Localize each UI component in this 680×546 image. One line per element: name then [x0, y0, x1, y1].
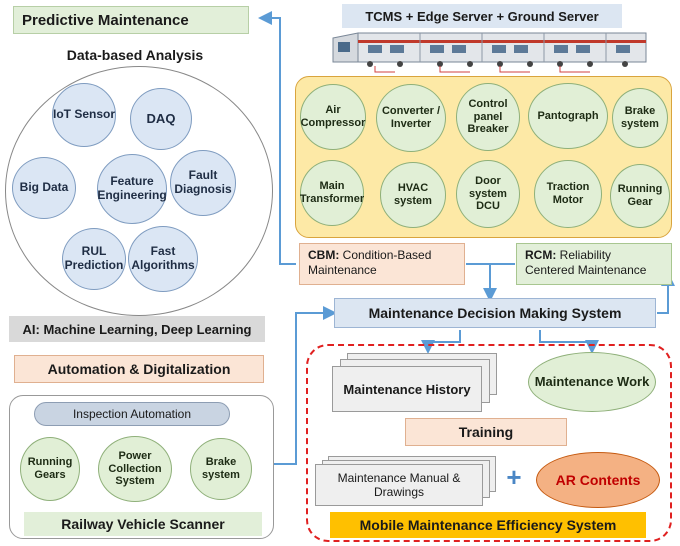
cbm-abbr: CBM: — [308, 248, 340, 262]
hvac-system-node: HVAC system — [380, 162, 446, 228]
brake-system-scanner-node: Brake system — [190, 438, 252, 500]
feature-engineering-node: Feature Engineering — [97, 154, 167, 224]
maintenance-manual-box: Maintenance Manual & Drawings — [315, 464, 483, 506]
air-compressor-node: Air Compressor — [300, 84, 366, 150]
data-analysis-title: Data-based Analysis — [66, 47, 204, 63]
power-collection-system-node: Power Collection System — [98, 436, 172, 502]
fault-diagnosis-node: Fault Diagnosis — [170, 150, 236, 216]
traction-motor-node: Traction Motor — [534, 160, 602, 228]
training-box: Training — [405, 418, 567, 446]
plus-icon: + — [506, 461, 522, 492]
maintenance-work-node: Maintenance Work — [528, 352, 656, 412]
mobile-system-title: Mobile Maintenance Efficiency System — [330, 512, 646, 538]
iot-sensor-node: IoT Sensor — [52, 83, 116, 147]
arrow-decision-to-work — [539, 330, 599, 354]
rcm-text: Reliability Centered Maintenance — [525, 248, 647, 277]
daq-node: DAQ — [130, 88, 192, 150]
ai-bar: AI: Machine Learning, Deep Learning — [9, 316, 265, 342]
cbm-text: Condition-Based Maintenance — [308, 248, 432, 277]
brake-system-node: Brake system — [612, 88, 668, 148]
cbm-box: CBM: Condition-Based Maintenance — [299, 243, 465, 285]
control-panel-breaker-node: Control panel Breaker — [456, 83, 520, 151]
arrow-decision-to-history — [421, 330, 461, 354]
arrow-decision-loop — [657, 272, 675, 314]
ar-contents-node: AR Contents — [536, 452, 660, 508]
train-icon — [332, 32, 647, 73]
rcm-abbr: RCM: — [525, 248, 557, 262]
pantograph-node: Pantograph — [528, 83, 608, 149]
inspection-automation-pill: Inspection Automation — [34, 402, 230, 426]
arrow-scanner-to-decision — [274, 306, 337, 465]
rcm-box: RCM: Reliability Centered Maintenance — [516, 243, 672, 285]
server-title: TCMS + Edge Server + Ground Server — [342, 4, 622, 28]
main-transformer-node: Main Transformer — [300, 160, 364, 226]
predictive-maintenance-box: Predictive Maintenance — [13, 6, 249, 34]
mobile-maintenance-group — [306, 344, 672, 542]
rul-prediction-node: RUL Prediction — [62, 228, 126, 290]
running-gear-node: Running Gear — [610, 164, 670, 228]
running-gears-node: Running Gears — [20, 437, 80, 501]
automation-box: Automation & Digitalization — [14, 355, 264, 383]
big-data-node: Big Data — [12, 157, 76, 219]
fast-algorithms-node: Fast Algorithms — [128, 226, 198, 292]
door-system-dcu-node: Door system DCU — [456, 160, 520, 228]
converter-inverter-node: Converter / Inverter — [376, 84, 446, 152]
maintenance-history-box: Maintenance History — [332, 366, 482, 412]
arrow-cbm-to-predictive — [258, 11, 296, 265]
scanner-title: Railway Vehicle Scanner — [24, 512, 262, 536]
decision-system-box: Maintenance Decision Making System — [334, 298, 656, 328]
